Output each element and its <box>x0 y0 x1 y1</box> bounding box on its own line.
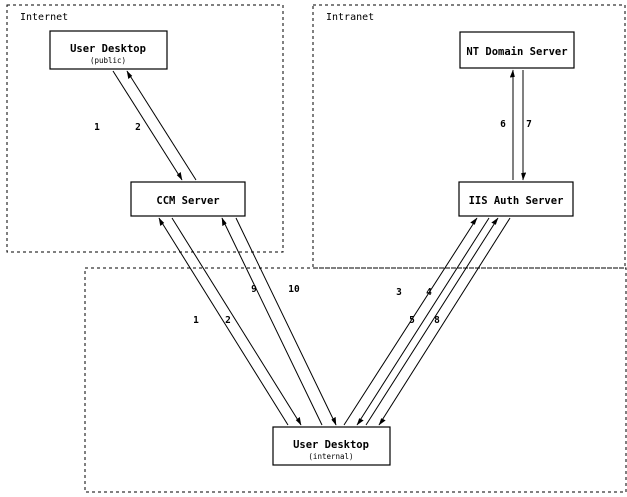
node-label-ccm-server: CCM Server <box>156 195 219 207</box>
zone-label-internet: Internet <box>20 12 68 23</box>
node-iis-auth-server[interactable] <box>458 181 574 217</box>
flow-line-8 <box>378 217 511 426</box>
step-labels-group: 1 2 1 2 9 10 3 4 5 8 6 7 <box>94 119 532 326</box>
node-label-user-desktop-public: User Desktop <box>70 43 146 55</box>
node-sublabel-user-desktop-public: (public) <box>90 56 126 65</box>
step-label-6: 6 <box>500 119 506 130</box>
step-label-5: 5 <box>409 315 415 326</box>
node-user-desktop-public[interactable] <box>49 30 168 70</box>
step-label-2-public: 2 <box>135 122 141 133</box>
flow-line-1-public <box>112 70 183 181</box>
flow-line-2-internal <box>171 217 302 426</box>
node-group: User Desktop (public) CCM Server NT Doma… <box>49 30 575 466</box>
flow-line-5 <box>365 217 499 426</box>
zone-internal-border <box>84 267 627 493</box>
zone-internet-border <box>6 4 284 253</box>
step-label-4: 4 <box>426 287 432 298</box>
flow-line-2-public <box>126 70 197 181</box>
flow-line-3 <box>343 217 478 426</box>
node-label-user-desktop-internal: User Desktop <box>293 439 369 451</box>
step-label-10: 10 <box>288 284 300 295</box>
node-sublabel-user-desktop-internal: (internal) <box>308 452 353 461</box>
step-label-8: 8 <box>434 315 440 326</box>
zone-group: Internet Intranet <box>6 4 627 493</box>
node-nt-domain-server[interactable] <box>459 31 575 69</box>
step-label-3: 3 <box>396 287 402 298</box>
step-label-1-public: 1 <box>94 122 100 133</box>
step-label-9: 9 <box>251 284 257 295</box>
flow-line-10 <box>235 217 337 426</box>
flow-line-4 <box>356 217 490 426</box>
flow-lines-group <box>112 69 527 426</box>
step-label-7: 7 <box>526 119 532 130</box>
node-label-iis-auth-server: IIS Auth Server <box>469 195 564 207</box>
zone-label-intranet: Intranet <box>326 12 374 23</box>
zone-intranet-border <box>312 4 626 269</box>
step-label-2-internal: 2 <box>225 315 231 326</box>
flow-line-9 <box>221 217 323 426</box>
node-ccm-server[interactable] <box>130 181 246 217</box>
flow-line-1-internal <box>158 217 289 426</box>
node-user-desktop-internal[interactable] <box>272 426 391 466</box>
step-label-1-internal: 1 <box>193 315 199 326</box>
node-label-nt-domain-server: NT Domain Server <box>466 46 567 58</box>
